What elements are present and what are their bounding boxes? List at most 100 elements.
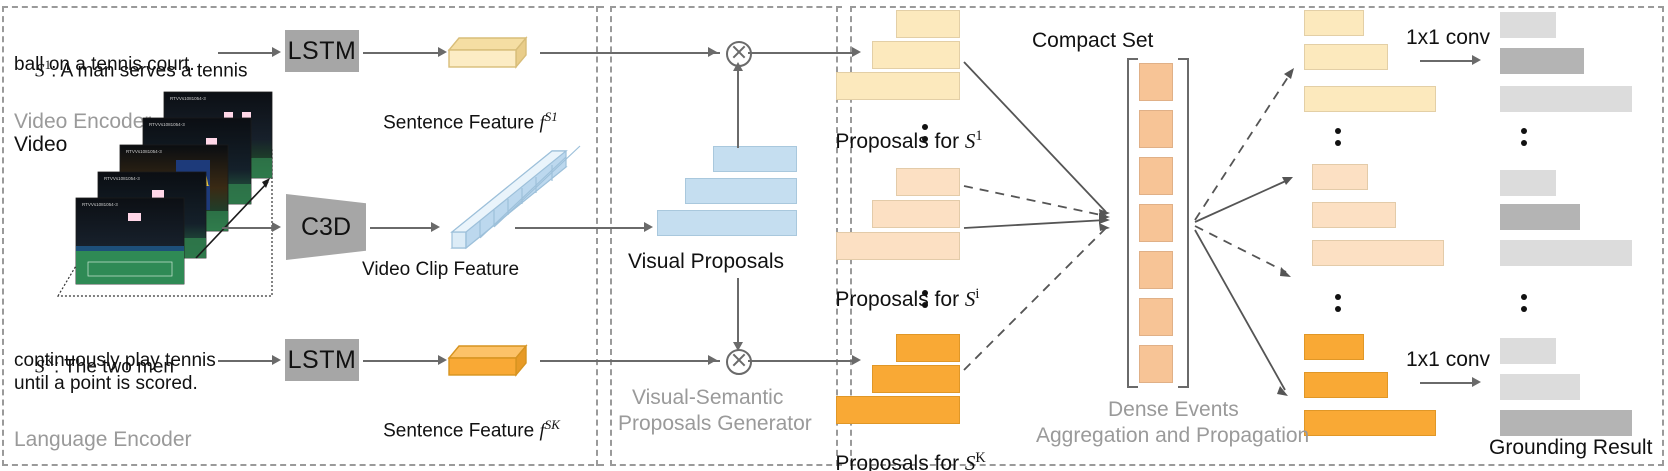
sentence-feature-1-label: Sentence Feature fS1 xyxy=(362,82,558,157)
compact-set-bracket-left xyxy=(1127,58,1138,388)
propagated-bar xyxy=(1312,240,1444,266)
sentence-feature-k-label: Sentence Feature fSK xyxy=(362,390,560,465)
propagated-bar xyxy=(1304,334,1364,360)
propagated-bar xyxy=(1312,164,1368,190)
sentence-1-line2: ball on a tennis court. xyxy=(14,54,195,75)
language-encoder-caption: Language Encoder xyxy=(14,428,192,451)
arrowhead-multiply-top-out xyxy=(852,47,861,57)
conv-label-bottom: 1x1 conv xyxy=(1406,348,1491,371)
proposal-bar xyxy=(836,396,960,424)
proposals-k-prefix: Proposals for xyxy=(835,452,965,471)
propagated-bar xyxy=(1304,410,1436,436)
deap-caption-line1: Dense Events xyxy=(1108,398,1239,421)
sentence-feature-1-sup: S1 xyxy=(544,109,558,124)
deap-caption-line2: Aggregation and Propagation xyxy=(1036,424,1310,447)
vspg-caption-line2: Proposals Generator xyxy=(618,412,812,435)
arrowhead-feature1-multiply xyxy=(708,47,717,57)
sentence-k-line3: until a point is scored. xyxy=(14,373,198,394)
vspg-caption-line1: Visual-Semantic xyxy=(632,386,784,409)
proposals-1-prefix: Proposals for xyxy=(835,130,965,153)
grounding-bar xyxy=(1500,240,1632,266)
arrow-lstmk-to-feature xyxy=(363,360,439,362)
arrowhead-sentence1-lstm xyxy=(272,47,281,57)
sentence-feature-1-symbol: f xyxy=(539,112,545,134)
arrowhead-multiply-bottom-out xyxy=(852,355,861,365)
panel-vspg xyxy=(610,6,842,466)
video-clip-feature-label: Video Clip Feature xyxy=(362,259,520,280)
proposals-k-sup: K xyxy=(975,450,986,466)
propagated-bar xyxy=(1312,202,1396,228)
visual-proposal-bar xyxy=(657,210,797,236)
arrow-sentence1-to-lstm xyxy=(218,52,274,54)
sentence-1-colon: : xyxy=(51,60,61,82)
proposal-bar xyxy=(836,72,960,100)
multiply-operator-top xyxy=(726,41,752,67)
compact-set-bracket-right xyxy=(1178,58,1189,388)
sentence-feature-k-text: Sentence Feature xyxy=(383,420,540,442)
proposals-k-symbol: S xyxy=(964,451,976,471)
visual-proposal-bar xyxy=(713,146,797,172)
compact-set-cell xyxy=(1139,345,1173,383)
compact-set-cell xyxy=(1139,204,1173,242)
line-featurek-to-multiply xyxy=(540,360,720,362)
proposals-1-sup: 1 xyxy=(975,128,983,144)
propagated-bar xyxy=(1304,44,1388,70)
sentence-1-superscript: 1 xyxy=(44,57,52,72)
panel-dense-events xyxy=(850,6,1664,466)
panel-divider-1a xyxy=(596,6,598,466)
grounding-bar xyxy=(1500,374,1580,400)
compact-set-cell xyxy=(1139,63,1173,101)
arrowhead-clipfeature-proposals xyxy=(644,222,653,232)
line-multiply-top-out xyxy=(748,52,856,54)
ellipsis-dots xyxy=(1521,128,1527,146)
grounding-bar xyxy=(1500,338,1556,364)
ellipsis-dots xyxy=(1521,294,1527,312)
arrowhead-proposals-down xyxy=(733,342,743,351)
proposals-group-i-label: Proposals for Si xyxy=(812,260,979,334)
arrowhead-c3d-clipfeature xyxy=(431,222,440,232)
proposal-bar xyxy=(872,41,960,69)
proposal-bar xyxy=(872,365,960,393)
arrowhead-conv-top xyxy=(1472,55,1481,65)
arrowhead-sentencek-lstm xyxy=(272,355,281,365)
arrowhead-lstm1-feature xyxy=(438,47,447,57)
lstm-1-label: LSTM xyxy=(287,36,357,65)
arrowhead-lstmk-feature xyxy=(438,355,447,365)
arrow-sentencek-to-lstm xyxy=(218,360,274,362)
proposal-bar xyxy=(896,334,960,362)
sentence-1-symbol: S xyxy=(35,60,45,82)
arrow-lstm1-to-feature xyxy=(363,52,439,54)
video-label: Video xyxy=(14,133,68,156)
grounding-bar xyxy=(1500,170,1556,196)
proposal-bar xyxy=(896,10,960,38)
visual-proposal-bar xyxy=(685,178,797,204)
conv-label-top: 1x1 conv xyxy=(1406,26,1491,49)
grounding-bar xyxy=(1500,12,1556,38)
proposal-bar xyxy=(896,168,960,196)
propagated-bar xyxy=(1304,372,1388,398)
c3d-label: C3D xyxy=(300,212,351,241)
proposal-bar xyxy=(872,200,960,228)
compact-set-cell xyxy=(1139,110,1173,148)
ellipsis-dots xyxy=(1335,128,1341,146)
sentence-1-line1: A man serves a tennis xyxy=(60,60,248,82)
sentence-k-superscript: K xyxy=(44,353,54,368)
compact-set-label: Compact Set xyxy=(1032,29,1154,52)
sentence-feature-k-symbol: f xyxy=(539,420,545,442)
proposal-bar xyxy=(836,232,960,260)
arrow-conv-top xyxy=(1420,60,1474,62)
sentence-k-colon: : xyxy=(53,356,65,378)
c3d-encoder: C3D xyxy=(286,194,366,260)
ellipsis-dots xyxy=(922,124,928,142)
propagated-bar xyxy=(1304,86,1436,112)
line-proposals-up xyxy=(737,68,739,148)
sentence-1-text: S1: A man serves a tennis xyxy=(14,30,248,105)
arrowhead-video-c3d xyxy=(272,222,281,232)
arrow-c3d-to-clipfeature xyxy=(370,227,432,229)
proposals-group-1-label: Proposals for S1 xyxy=(812,102,983,176)
grounding-result-label: Grounding Result xyxy=(1489,436,1653,459)
sentence-feature-k-sup: SK xyxy=(544,417,560,432)
grounding-bar-selected xyxy=(1500,410,1632,436)
lstm-k-label: LSTM xyxy=(287,345,357,374)
panel-divider-1b xyxy=(610,6,612,466)
